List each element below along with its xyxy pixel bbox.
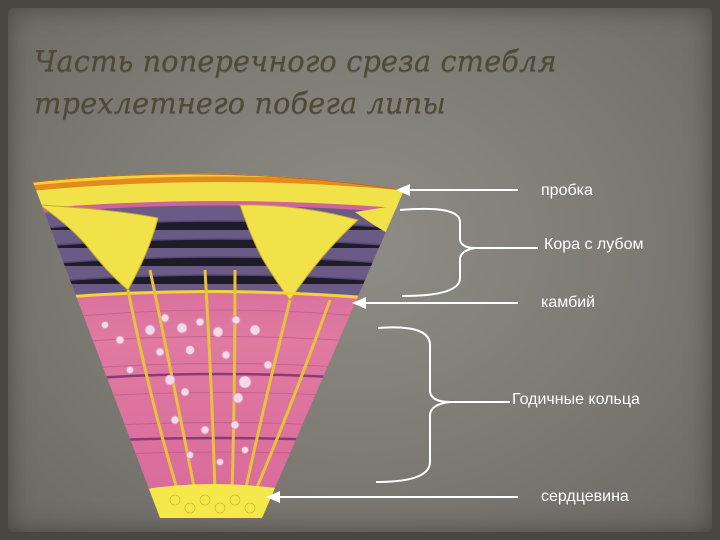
rings-brace	[376, 327, 450, 482]
label-bark-with-phloem: Кора с лубом	[544, 236, 643, 254]
stem-cross-section	[0, 140, 460, 530]
label-pith: сердцевина	[541, 488, 629, 506]
label-cork: пробка	[541, 182, 593, 200]
label-annual-rings: Годичные кольца	[512, 391, 640, 409]
label-cambium: камбий	[541, 294, 595, 312]
bark-brace	[400, 209, 475, 296]
